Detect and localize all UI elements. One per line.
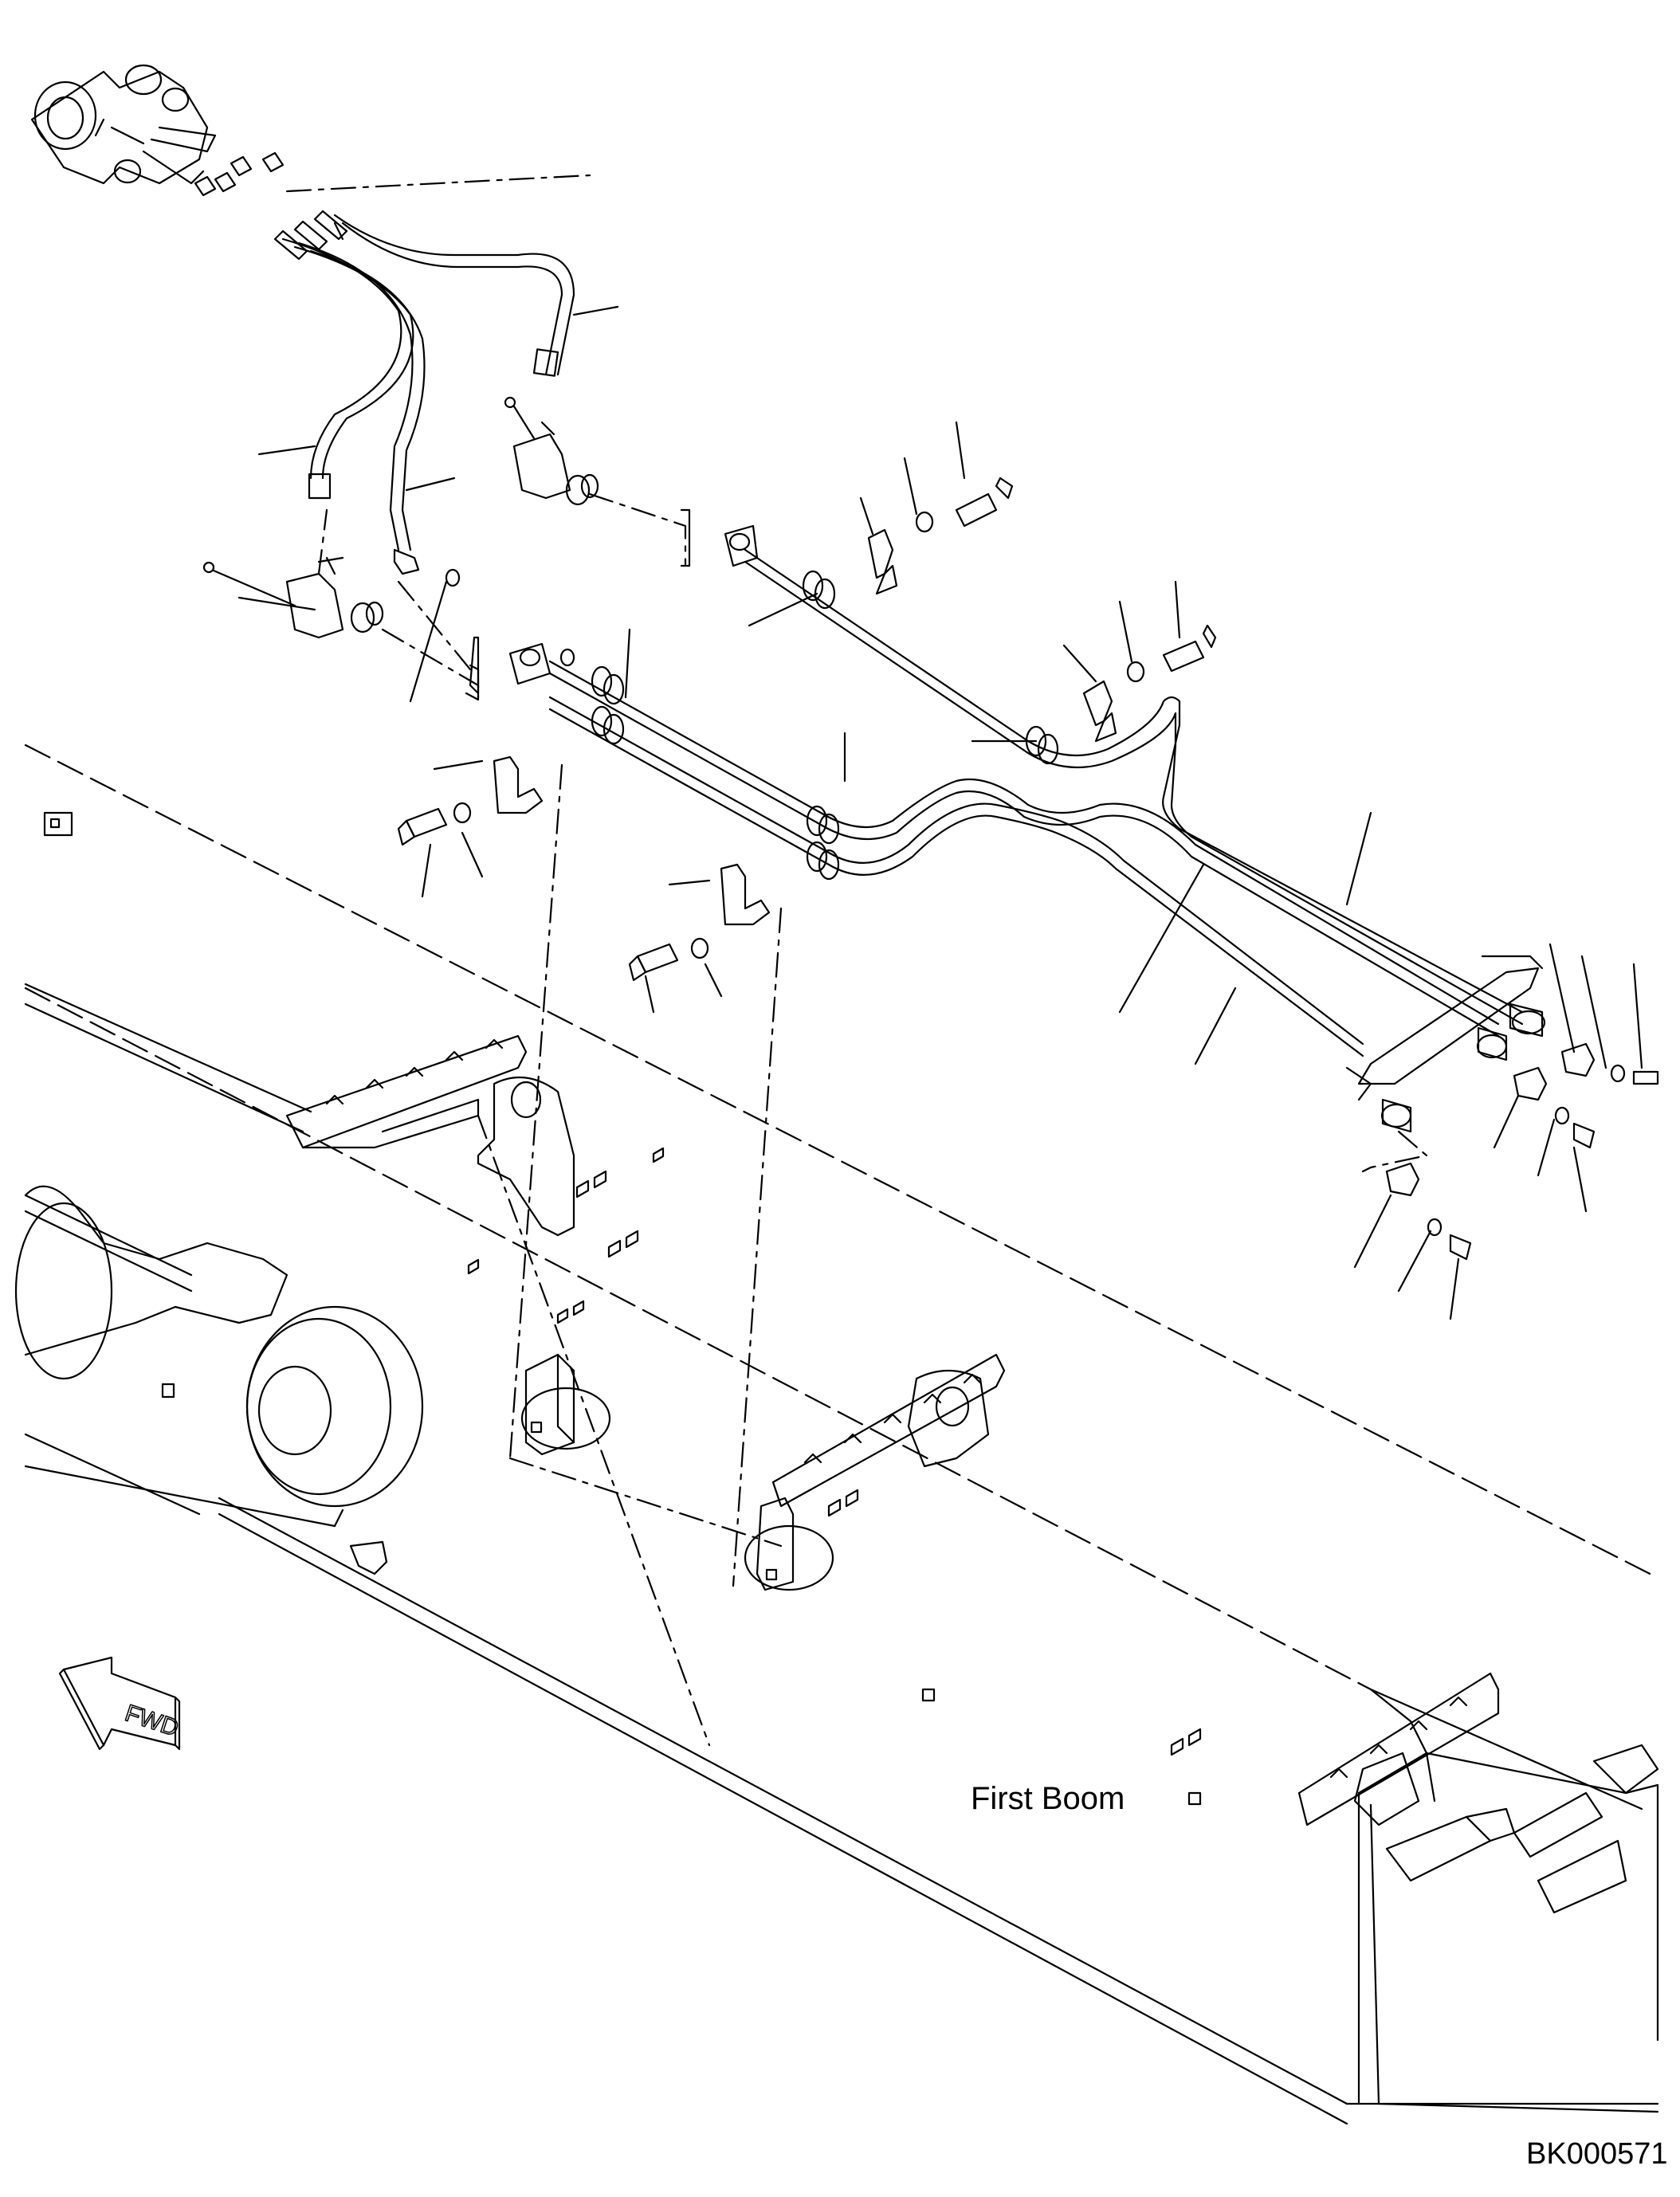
split-clamp-upper-2 xyxy=(1082,624,1217,743)
clamp-bracket-middle xyxy=(771,1353,1006,1508)
boom-foot-bracket xyxy=(14,1185,424,1575)
pipe-clamp-rings xyxy=(559,570,1059,881)
pipe-flanges-right xyxy=(1345,955,1546,1133)
ball-valve-lower xyxy=(202,556,384,639)
clamp-bracket-front xyxy=(1297,1672,1500,1826)
o-ring xyxy=(445,568,461,587)
diagram-title: First Boom xyxy=(971,1781,1125,1816)
split-clamp-left-1 xyxy=(397,755,544,846)
explode-guide-lines-upper xyxy=(317,222,687,699)
pipe-bracket-upright xyxy=(477,1076,575,1237)
boom-pipe-clamp-left xyxy=(520,1353,611,1456)
hose-2 xyxy=(297,241,426,575)
fittings-top xyxy=(194,151,591,197)
part-leader-lines xyxy=(257,305,1643,1320)
fwd-arrow-icon xyxy=(58,1656,181,1751)
valve-block-assembly xyxy=(30,64,217,185)
boom-clips xyxy=(43,811,1202,1806)
first-boom-outline xyxy=(24,743,1659,2125)
steel-pipe-b xyxy=(548,660,1500,1038)
split-clamp-right-group xyxy=(1385,1042,1659,1261)
fwd-arrow-label: FWD xyxy=(122,1700,182,1741)
step-marker-2 xyxy=(469,636,480,695)
ball-valve-upper xyxy=(504,396,599,506)
boom-pipe-clamp-right xyxy=(744,1497,834,1591)
steel-pipe-a xyxy=(744,548,1524,1026)
drawing-code: BK000571 xyxy=(1526,2137,1668,2171)
boom-nose-pads xyxy=(1385,1744,1659,1914)
pipe-flanges-left xyxy=(508,524,759,685)
steel-pipe-c xyxy=(548,696,1364,1057)
explode-guide-lines xyxy=(477,763,783,1747)
explode-guide-lines-right xyxy=(1361,1130,1428,1173)
split-clamp-upper-1 xyxy=(867,477,1014,595)
split-clamp-left-2 xyxy=(628,863,771,982)
hose-3 xyxy=(333,214,575,377)
clamp-bracket-rear xyxy=(285,1034,528,1149)
step-marker-3 xyxy=(680,508,691,567)
hose-ends xyxy=(273,210,348,261)
